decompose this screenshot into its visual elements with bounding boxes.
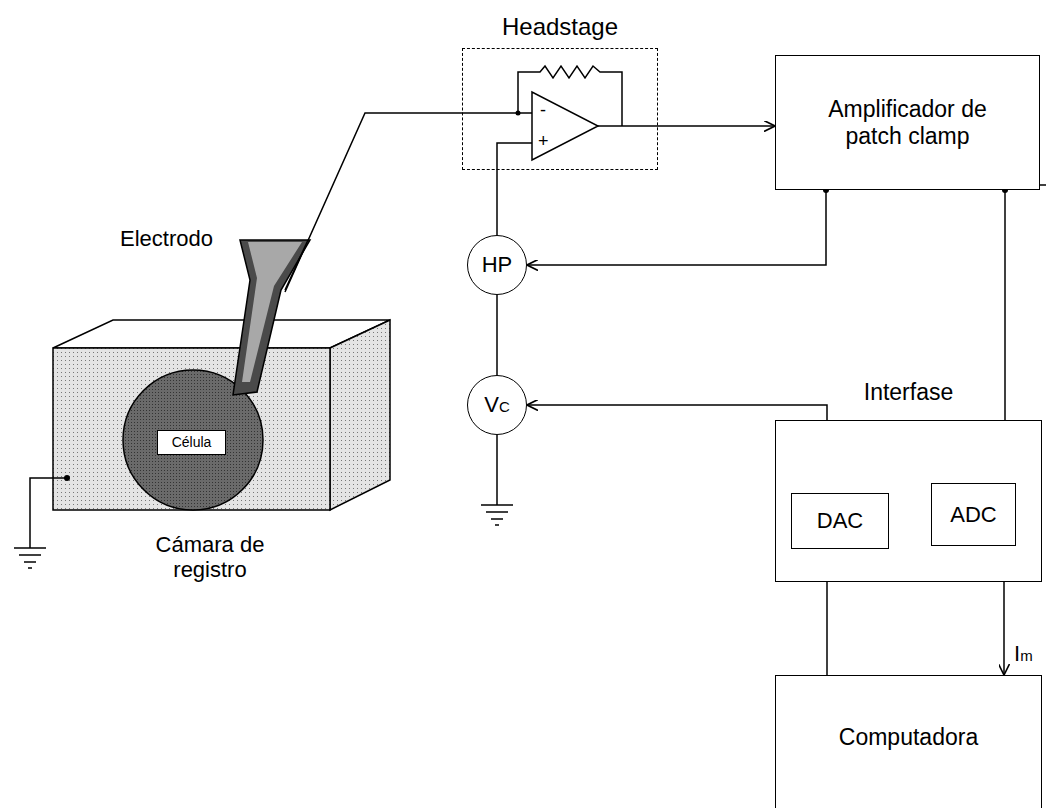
chamber-side-face	[330, 320, 390, 510]
output-stub	[1040, 184, 1046, 186]
adc-box: ADC	[931, 483, 1016, 546]
ground-symbol	[481, 505, 513, 525]
signal-connector	[496, 170, 498, 235]
node-label: ADC	[950, 502, 996, 527]
connector-group	[497, 126, 1008, 690]
electrode-wire	[285, 113, 532, 292]
pipette-outline	[233, 240, 310, 395]
ground-symbol	[14, 548, 46, 568]
ground-line	[481, 504, 513, 506]
dac-box: DAC	[791, 493, 889, 549]
node-label: HP	[482, 252, 513, 277]
output-wire	[598, 125, 658, 127]
vc-source-circle: VC	[467, 375, 527, 435]
node-label: DAC	[817, 508, 863, 533]
electrode-label: Electrodo	[120, 226, 213, 251]
ground-line	[19, 554, 41, 556]
signal-name: Im	[1014, 641, 1033, 666]
ground-line	[14, 547, 46, 549]
node-label: VC	[484, 392, 510, 417]
pipette-solution	[242, 242, 302, 382]
cell-label-box: Célula	[157, 430, 226, 455]
recording-chamber: Cámara de registroCélula	[53, 320, 390, 510]
signal-connector	[658, 125, 775, 127]
node-label: Célula	[172, 434, 212, 450]
signal-connector	[527, 190, 826, 265]
ground-line	[486, 511, 508, 513]
signal-connector	[496, 295, 498, 375]
ground-line	[495, 524, 499, 526]
chamber-shape	[53, 320, 390, 510]
computer-box: Computadora	[775, 675, 1042, 808]
node-label: Computadora	[839, 724, 978, 750]
node-heading: Cámara de registro	[120, 532, 300, 583]
node-heading: Headstage	[403, 13, 717, 41]
node-label: Amplificador de patch clamp	[808, 96, 1008, 149]
junction-dot	[516, 111, 521, 116]
plus-input-wire	[497, 143, 532, 170]
ground-line	[28, 567, 32, 569]
headstage-box: Headstage	[462, 48, 658, 170]
ground-dot	[64, 475, 70, 481]
ground-line	[24, 561, 36, 563]
minus-sign: -	[540, 100, 546, 121]
ground-wire	[496, 435, 498, 505]
opamp-symbol	[532, 92, 598, 160]
plus-sign: +	[538, 131, 549, 152]
ground-line	[491, 518, 503, 520]
amplifier-box: Amplificador de patch clamp	[775, 55, 1040, 190]
electrode-wire	[285, 240, 308, 290]
node-heading: Interfase	[716, 379, 1051, 405]
interface-box: InterfaseDACADC	[775, 420, 1042, 582]
hp-circle: HP	[467, 235, 527, 295]
chamber-front-face	[53, 348, 330, 510]
